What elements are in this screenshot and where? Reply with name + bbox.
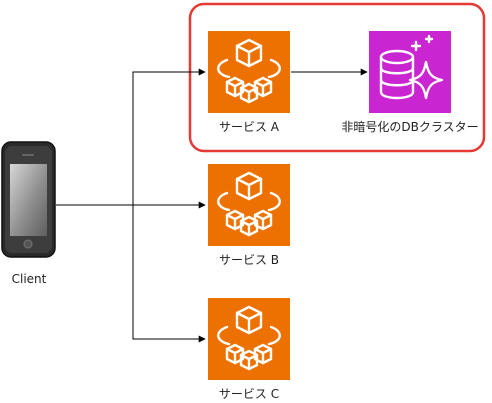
highlight-box: [188, 2, 486, 153]
client-label: Client: [11, 272, 47, 286]
database-label: 非暗号化のDBクラスター: [341, 120, 479, 134]
smartphone-icon: [1, 141, 56, 258]
database-node[interactable]: [369, 31, 451, 113]
connectors: [56, 68, 368, 343]
service-b-label: サービス B: [218, 253, 280, 267]
service-c-node[interactable]: [208, 298, 290, 380]
connector-to-service-a: [132, 68, 206, 205]
service-c-label: サービス C: [218, 387, 280, 401]
connector-to-service-c: [132, 205, 206, 343]
service-b-node[interactable]: [208, 164, 290, 246]
service-a-node[interactable]: [208, 31, 290, 113]
service-a-label: サービス A: [218, 120, 280, 134]
database-sparkle-icon: [379, 34, 444, 100]
